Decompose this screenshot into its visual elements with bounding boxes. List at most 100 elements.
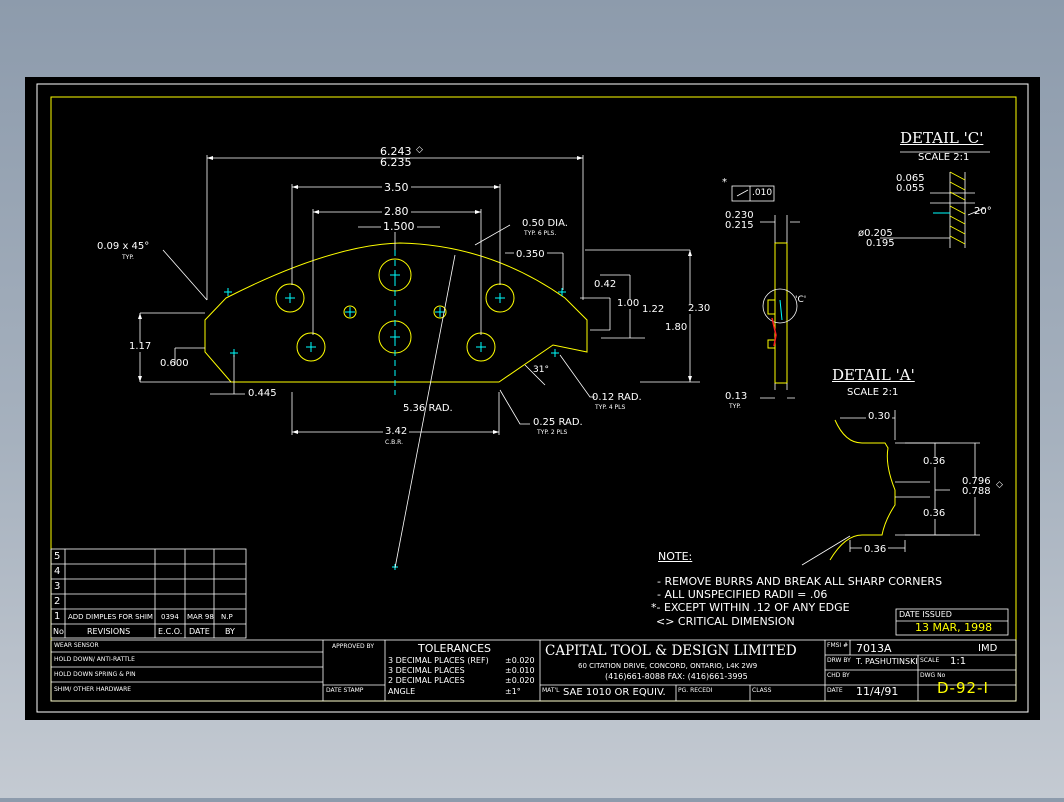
company-address: 60 CITATION DRIVE, CONCORD, ONTARIO, L4K… xyxy=(578,662,758,670)
dimension-lines xyxy=(139,155,700,569)
dim-230: 2.30 xyxy=(686,303,713,314)
note-line: <> CRITICAL DIMENSION xyxy=(656,615,795,628)
overall-dim-upper: 6.243 xyxy=(380,145,412,158)
detail-c-d2-upper: ø0.205 xyxy=(858,228,893,239)
revision-date: MAR 98 xyxy=(187,613,214,621)
hole xyxy=(296,332,326,362)
flatness-star: * xyxy=(722,177,727,188)
dwg-no-label: DWG No xyxy=(920,672,946,679)
thickness-lower: 0.215 xyxy=(725,220,754,231)
outer-frame xyxy=(36,83,1029,713)
detail-a-d036-a: 0.36 xyxy=(921,456,948,467)
fmsi-value: 7013A xyxy=(856,642,892,655)
radius-536: 5.36 RAD. xyxy=(403,403,453,414)
company-name: CAPITAL TOOL & DESIGN LIMITED xyxy=(545,643,797,659)
dim-0350: 0.350 xyxy=(514,249,547,260)
tolerance-label: 2 DECIMAL PLACES xyxy=(388,676,465,685)
dim-013-note: TYP. xyxy=(729,403,741,410)
side-callout-c: 'C' xyxy=(795,295,807,305)
dim-350: 3.50 xyxy=(382,181,411,194)
dim-117: 1.17 xyxy=(127,341,154,352)
part-outline xyxy=(204,242,588,383)
drawing-number: D-92-I xyxy=(937,679,989,697)
title-left-row: SHIM/ OTHER HARDWARE xyxy=(54,686,132,693)
date-value: 11/4/91 xyxy=(856,685,899,698)
imd-label: IMD xyxy=(978,643,998,654)
detail-a-title: DETAIL 'A' xyxy=(832,366,915,384)
revision-table-lines xyxy=(50,548,247,639)
detail-a-d036-c: 0.36 xyxy=(862,544,889,555)
title-left-row: WEAR SENSOR xyxy=(54,642,99,649)
detail-c-d2-lower: 0.195 xyxy=(866,238,895,249)
revision-no: 4 xyxy=(54,566,61,577)
radius-012-note: TYP. 4 PLS xyxy=(595,404,626,411)
side-dims xyxy=(731,185,800,399)
revision-header-text: REVISIONS xyxy=(87,627,131,636)
dim-1500: 1.500 xyxy=(381,220,417,233)
dim-180: 1.80 xyxy=(663,322,690,333)
dim-0600: 0.600 xyxy=(160,358,189,369)
detail-c-hatch xyxy=(949,171,966,245)
dim-342-note: C.B.R. xyxy=(385,439,403,446)
part-no-label: PG. RECEDI xyxy=(678,687,713,694)
date-label: DATE xyxy=(827,687,843,694)
tolerance-label: 3 DECIMAL PLACES xyxy=(388,666,465,675)
radius-025-note: TYP. 2 PLS xyxy=(537,429,568,436)
drawn-by-value: T. PASHUTINSKI xyxy=(856,657,918,666)
dim-042: 0.42 xyxy=(592,279,619,290)
revision-header-by: BY xyxy=(225,627,235,636)
tolerance-label: 3 DECIMAL PLACES (REF) xyxy=(388,656,489,665)
title-left-row: HOLD DOWN/ ANTI-RATTLE xyxy=(54,656,135,663)
material-value: SAE 1010 OR EQUIV. xyxy=(563,687,666,698)
critical-diamond-icon: ◇ xyxy=(416,145,423,155)
detail-c-scale: SCALE 2:1 xyxy=(918,152,970,163)
detail-c-d1-lower: 0.055 xyxy=(896,183,925,194)
radius-012: 0.12 RAD. xyxy=(592,392,642,403)
note-line: - ALL UNSPECIFIED RADII = .06 xyxy=(657,588,828,601)
detail-a-d030: 0.30 xyxy=(866,411,893,422)
detail-c-d1-upper: 0.065 xyxy=(896,173,925,184)
checked-by-label: CHD BY xyxy=(827,672,850,679)
dim-280: 2.80 xyxy=(382,205,411,218)
detail-a-d-upper: 0.796 xyxy=(960,476,993,487)
title-block-lines xyxy=(50,608,1017,702)
chamfer-note: TYP. xyxy=(122,254,134,261)
radius-025: 0.25 RAD. xyxy=(533,417,583,428)
date-issued-value: 13 MAR, 1998 xyxy=(915,621,993,634)
date-issued-label: DATE ISSUED xyxy=(899,610,952,619)
revision-header-eco: E.C.O. xyxy=(158,627,183,636)
chamfer-label: 0.09 x 45° xyxy=(97,241,150,252)
tolerances-title: TOLERANCES xyxy=(418,642,492,655)
angle-31: 31° xyxy=(533,365,549,375)
detail-c-title: DETAIL 'C' xyxy=(900,129,984,147)
revision-no: 2 xyxy=(54,596,61,607)
class-label: CLASS xyxy=(752,687,772,694)
revision-no: 3 xyxy=(54,581,61,592)
approved-by-label: APPROVED BY xyxy=(332,643,375,650)
hole-note: TYP. 6 PLS. xyxy=(524,230,557,237)
tolerance-label: ANGLE xyxy=(388,687,416,696)
hole xyxy=(275,283,305,313)
dim-0445: 0.445 xyxy=(248,388,277,399)
scale-label: SCALE xyxy=(920,657,940,664)
note-line: - REMOVE BURRS AND BREAK ALL SHARP CORNE… xyxy=(657,575,943,588)
detail-a-geometry xyxy=(829,419,896,561)
drawing-paper xyxy=(25,77,1040,720)
title-left-row: HOLD DOWN SPRING & PIN xyxy=(54,671,136,678)
dim-013: 0.13 xyxy=(725,391,748,402)
dimple xyxy=(433,305,447,319)
thickness-upper: 0.230 xyxy=(725,210,754,221)
revision-by: N.P xyxy=(221,613,233,621)
revision-header-date: DATE xyxy=(189,627,210,636)
revision-eco: 0394 xyxy=(161,613,179,621)
tolerance-value: ±0.010 xyxy=(505,666,535,675)
hole-label: 0.50 DIA. xyxy=(522,218,568,229)
detail-a-d-lower: 0.788 xyxy=(960,486,993,497)
critical-diamond-icon: ◇ xyxy=(996,480,1003,490)
dim-122: 1.22 xyxy=(640,304,667,315)
tolerance-value: ±0.020 xyxy=(505,676,535,685)
note-line: *- EXCEPT WITHIN .12 OF ANY EDGE xyxy=(651,601,850,614)
fmsi-label: FMSI # xyxy=(827,642,849,649)
